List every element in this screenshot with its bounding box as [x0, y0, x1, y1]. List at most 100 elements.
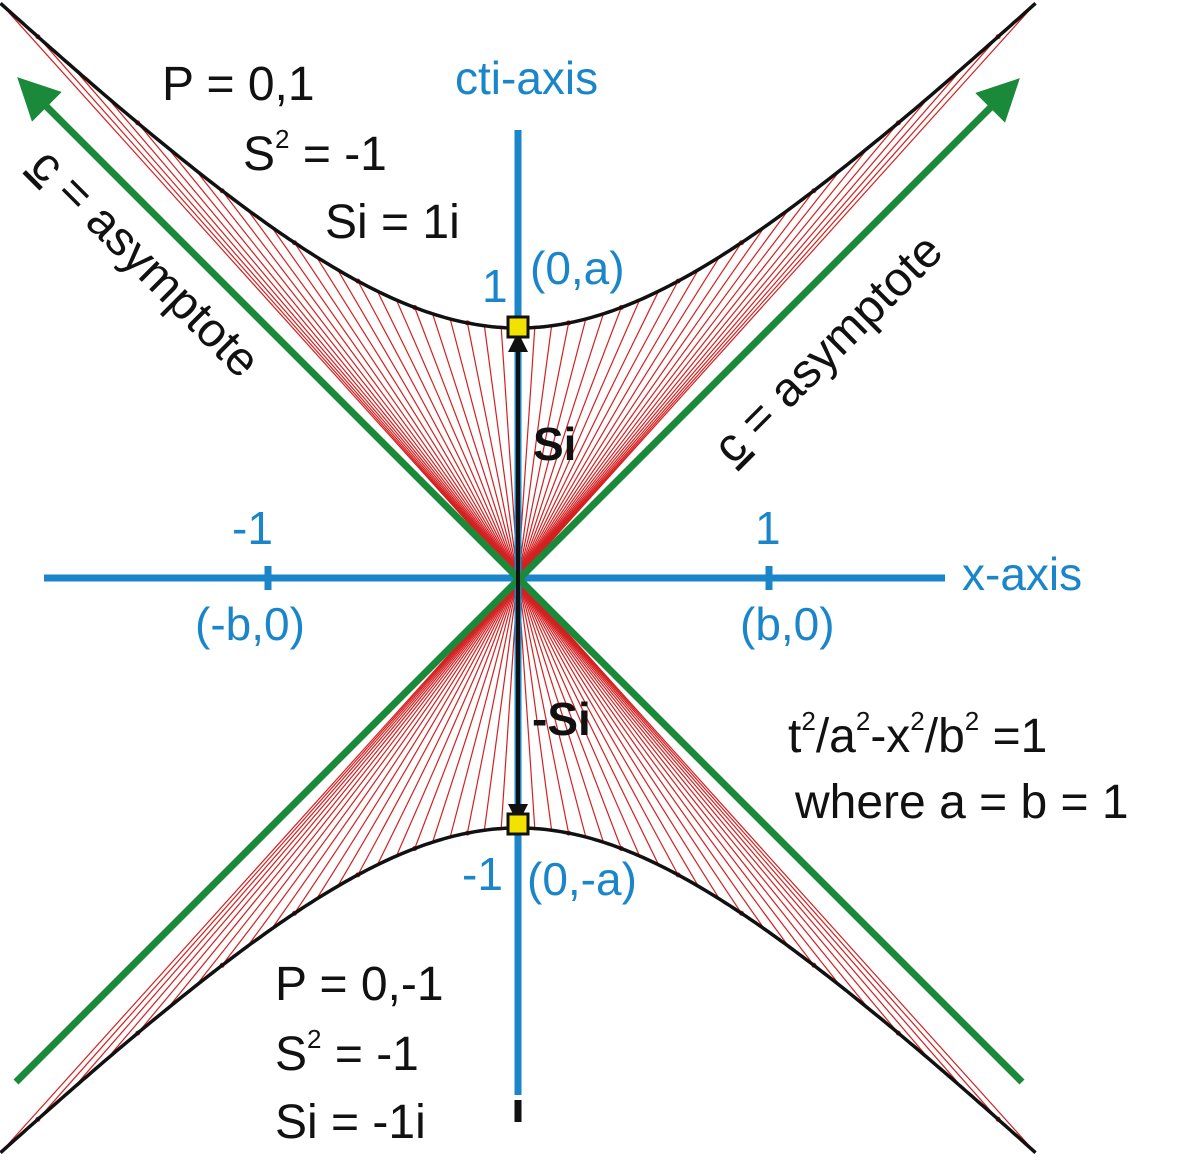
construction-ray	[517, 577, 790, 947]
construction-ray	[137, 122, 519, 579]
construction-ray	[517, 577, 587, 838]
upper-s-sup: 2	[275, 124, 289, 154]
eq-b: /b	[925, 710, 965, 763]
eq-sup1: 2	[801, 706, 815, 736]
construction-ray	[517, 226, 765, 579]
construction-ray	[517, 577, 841, 987]
construction-ray	[166, 147, 519, 579]
construction-ray	[166, 577, 519, 1009]
eq-t: t	[788, 710, 801, 763]
construction-ray	[246, 577, 519, 947]
construction-ray	[294, 577, 519, 914]
construction-ray	[0, 577, 519, 1154]
construction-ray	[432, 577, 519, 843]
lower-s-rest: = -1	[321, 1028, 418, 1081]
eq-sup3: 2	[910, 706, 924, 736]
construction-ray	[517, 577, 870, 1009]
asymptote-left-text: = asymptote	[37, 155, 270, 388]
construction-ray	[449, 318, 519, 579]
x-tick-neg-label: -1	[232, 502, 273, 554]
construction-ray	[517, 318, 587, 579]
construction-ray	[414, 307, 519, 579]
equation-label: t2/a2-x2/b2 =1	[788, 706, 1047, 763]
construction-ray	[432, 313, 519, 579]
upper-p-label: P = 0,1	[162, 58, 315, 111]
construction-ray	[414, 577, 519, 849]
construction-ray	[72, 67, 519, 579]
x-tick-pos-label: 1	[755, 502, 781, 554]
construction-ray	[337, 577, 519, 887]
coord-neg-b-label: (-b,0)	[195, 598, 305, 650]
construction-ray	[195, 577, 519, 987]
construction-ray	[517, 577, 1036, 1154]
construction-ray	[517, 577, 679, 876]
eq-a: /a	[816, 710, 856, 763]
construction-ray	[517, 2, 1036, 579]
construction-ray	[271, 226, 519, 579]
eq-sup4: 2	[965, 706, 979, 736]
construction-ray	[517, 290, 660, 579]
construction-ray	[517, 577, 931, 1060]
construction-ray	[221, 190, 519, 579]
construction-ray	[517, 96, 931, 579]
lower-p-label: P = 0,-1	[275, 958, 444, 1011]
upper-si-label: Si = 1i	[325, 196, 460, 249]
construction-ray	[517, 577, 641, 857]
coord-neg-a-label: (0,-a)	[527, 853, 637, 905]
construction-ray	[517, 313, 604, 579]
construction-ray	[517, 577, 815, 966]
upper-s-rest: = -1	[289, 128, 386, 181]
construction-ray	[517, 307, 622, 579]
upper-s-label: S2 = -1	[243, 124, 387, 181]
construction-ray	[315, 577, 519, 900]
construction-ray	[517, 577, 553, 831]
construction-ray	[517, 122, 899, 579]
construction-ray	[105, 96, 519, 579]
construction-ray	[517, 577, 622, 849]
construction-ray	[315, 256, 519, 579]
construction-ray	[246, 209, 519, 579]
eq-sup2: 2	[856, 706, 870, 736]
construction-ray	[294, 242, 519, 579]
y-tick-neg-label: -1	[462, 848, 503, 900]
coord-pos-b-label: (b,0)	[740, 598, 835, 650]
construction-ray	[376, 577, 519, 866]
construction-ray	[517, 147, 870, 579]
construction-ray	[483, 325, 519, 579]
construction-ray	[72, 577, 519, 1089]
lower-s-sup: 2	[307, 1024, 321, 1054]
y-tick-pos-label: 1	[482, 260, 508, 312]
construction-ray	[517, 322, 570, 579]
construction-ray	[517, 242, 742, 579]
construction-ray	[517, 577, 699, 887]
construction-ray	[357, 280, 519, 579]
vertex-marker-lower	[506, 812, 530, 836]
construction-ray	[105, 577, 519, 1060]
construction-ray	[517, 577, 570, 834]
svg-text:c = asymptote: c = asymptote	[20, 138, 270, 388]
asymptote-right-line	[13, 78, 1020, 1085]
x-axis-label: x-axis	[962, 548, 1082, 600]
cti-axis-label: cti-axis	[455, 52, 598, 104]
neg-si-vector-label: -Si	[532, 693, 591, 745]
lower-si-label: Si = -1i	[275, 1096, 426, 1149]
construction-ray	[376, 290, 519, 579]
construction-ray	[395, 299, 519, 579]
construction-ray	[517, 577, 964, 1089]
construction-ray	[517, 577, 999, 1120]
vertex-marker-upper	[506, 315, 530, 339]
construction-ray	[517, 280, 679, 579]
construction-ray	[517, 577, 604, 843]
construction-ray	[37, 577, 519, 1120]
construction-ray	[517, 269, 699, 579]
lower-s-base: S	[275, 1028, 307, 1081]
eq-x: -x	[870, 710, 910, 763]
construction-ray	[517, 256, 721, 579]
construction-ray	[517, 67, 964, 579]
construction-ray	[357, 577, 519, 876]
construction-ray	[271, 577, 519, 930]
construction-ray	[517, 169, 841, 579]
si-vector-label: Si	[533, 418, 576, 470]
construction-ray	[395, 577, 519, 857]
